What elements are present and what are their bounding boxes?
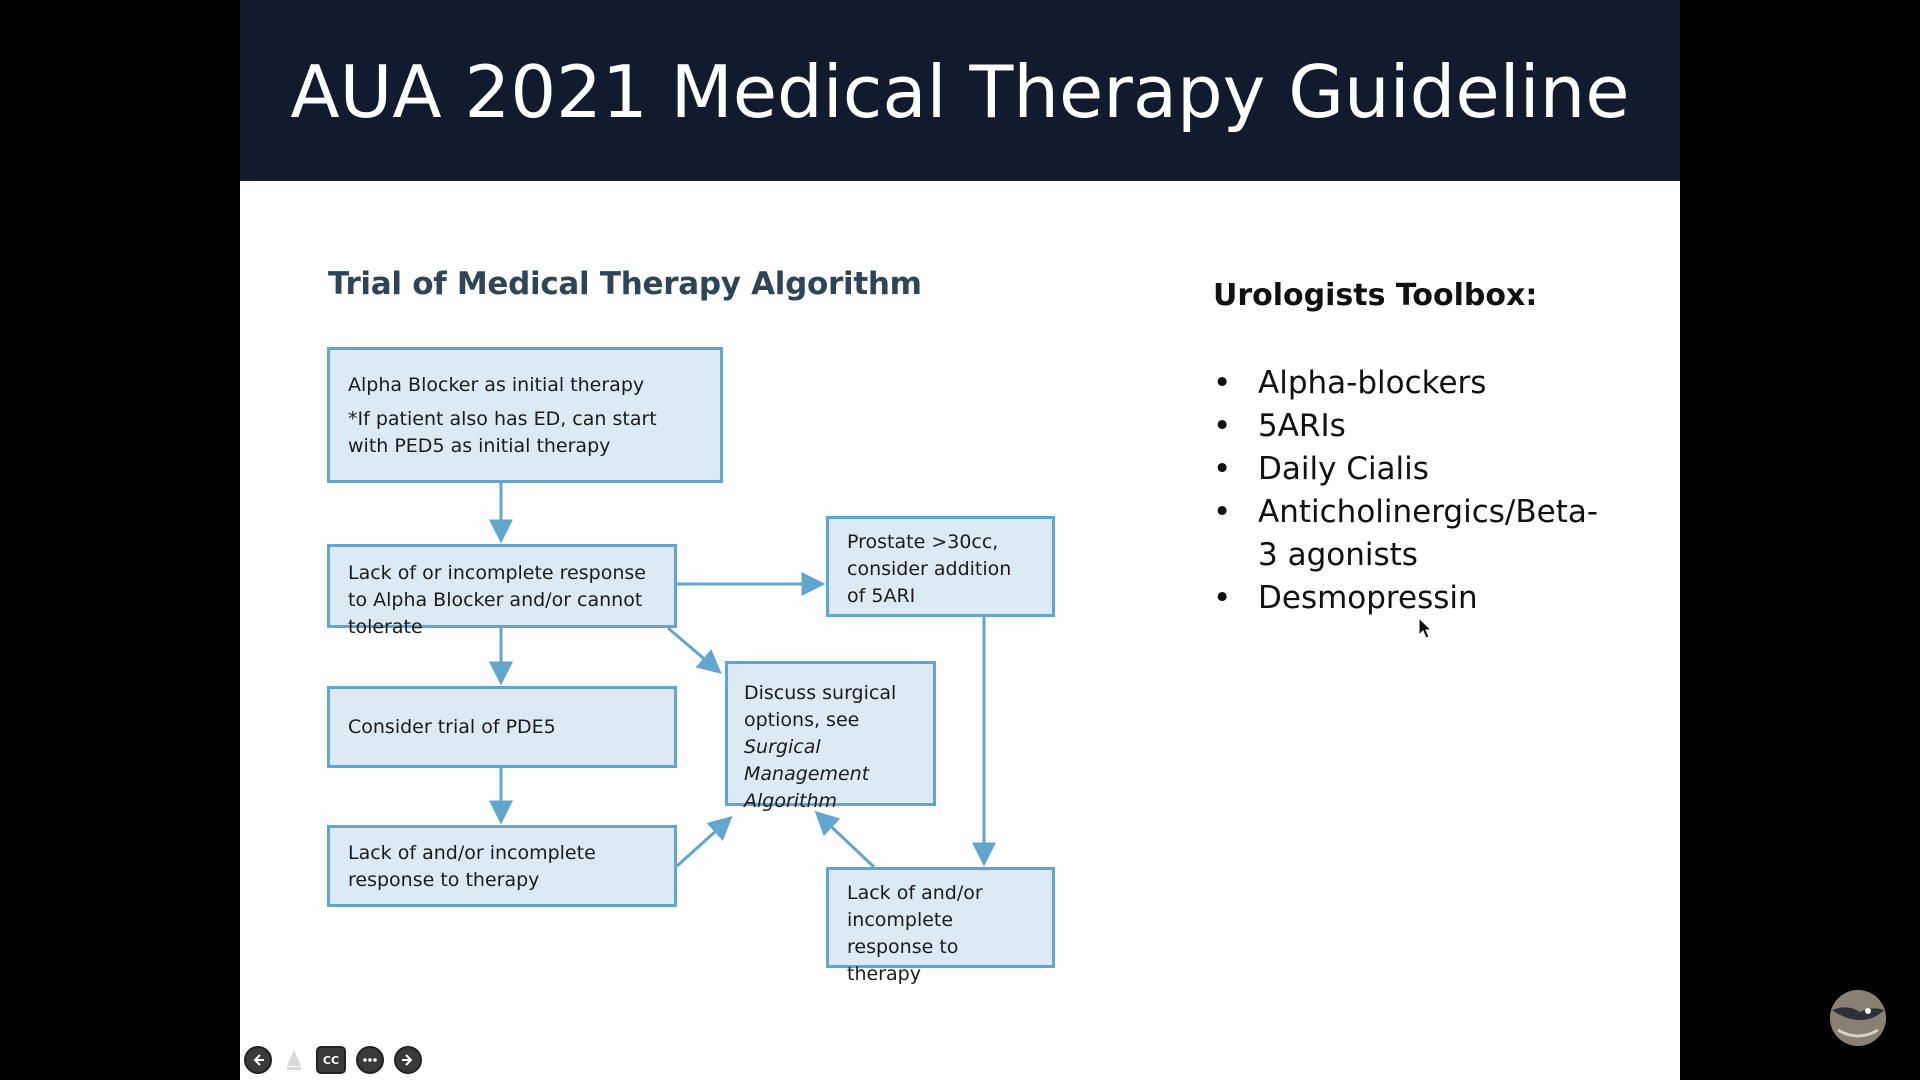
arrow-left-icon[interactable]	[244, 1046, 272, 1074]
toolbox-title: Urologists Toolbox:	[1213, 278, 1538, 313]
flowchart-arrows	[489, 483, 996, 869]
slide-header: AUA 2021 Medical Therapy Guideline	[240, 0, 1680, 181]
arrow-b2-to-b6	[667, 626, 722, 674]
slide-title: AUA 2021 Medical Therapy Guideline	[290, 50, 1630, 134]
box-incomplete-response-alpha: Lack of or incomplete response to Alpha …	[327, 544, 677, 638]
pointer-icon[interactable]	[282, 1046, 306, 1074]
slide: AUA 2021 Medical Therapy Guideline Trial…	[240, 0, 1680, 1080]
box-text: Lack of or incomplete response to Alpha …	[348, 562, 646, 638]
box-trial-pde5: Consider trial of PDE5	[327, 686, 677, 768]
algorithm-title: Trial of Medical Therapy Algorithm	[328, 266, 922, 302]
arrow-right-icon[interactable]	[394, 1046, 422, 1074]
box-prostate-5ari: Prostate >30cc, consider addition of 5AR…	[826, 516, 1055, 617]
box-text: Discuss surgical options, see Surgical M…	[744, 680, 919, 815]
toolbox-item: 5ARIs	[1213, 405, 1603, 448]
box-text: Lack of and/or incomplete response to th…	[348, 842, 596, 891]
toolbox-item: Daily Cialis	[1213, 448, 1603, 491]
toolbox-item: Desmopressin	[1213, 577, 1603, 620]
box-discuss-surgical: Discuss surgical options, see Surgical M…	[725, 661, 936, 812]
box-text: Lack of and/or incomplete response to th…	[847, 882, 983, 985]
toolbox-item: Anticholinergics/Beta-3 agonists	[1213, 491, 1603, 577]
box-text: Prostate >30cc, consider addition of 5AR…	[847, 531, 1012, 607]
box-text-plain: Discuss surgical options, see	[744, 682, 897, 731]
box-alpha-blocker-initial: Alpha Blocker as initial therapy *If pat…	[327, 347, 723, 483]
arrow-b7-to-b6	[814, 810, 876, 869]
more-icon[interactable]	[356, 1046, 384, 1074]
box-incomplete-response-therapy: Lack of and/or incomplete response to th…	[327, 825, 677, 907]
box-note: *If patient also has ED, can start with …	[348, 408, 657, 457]
toolbox-item: Alpha-blockers	[1213, 362, 1603, 405]
box-text: Alpha Blocker as initial therapy	[348, 374, 645, 396]
arrow-b4-to-b6	[675, 815, 733, 868]
box-text: Consider trial of PDE5	[348, 716, 556, 738]
eagle-logo-icon	[1830, 990, 1886, 1046]
cc-button[interactable]: CC	[316, 1046, 346, 1074]
box-text-italic: Surgical Management Algorithm	[744, 736, 870, 812]
box-incomplete-response-5ari: Lack of and/or incomplete response to th…	[826, 867, 1055, 985]
toolbox-list: Alpha-blockers 5ARIs Daily Cialis Antich…	[1213, 362, 1603, 620]
slideshow-controls: CC	[244, 1046, 422, 1074]
mouse-cursor-icon	[1418, 617, 1433, 639]
